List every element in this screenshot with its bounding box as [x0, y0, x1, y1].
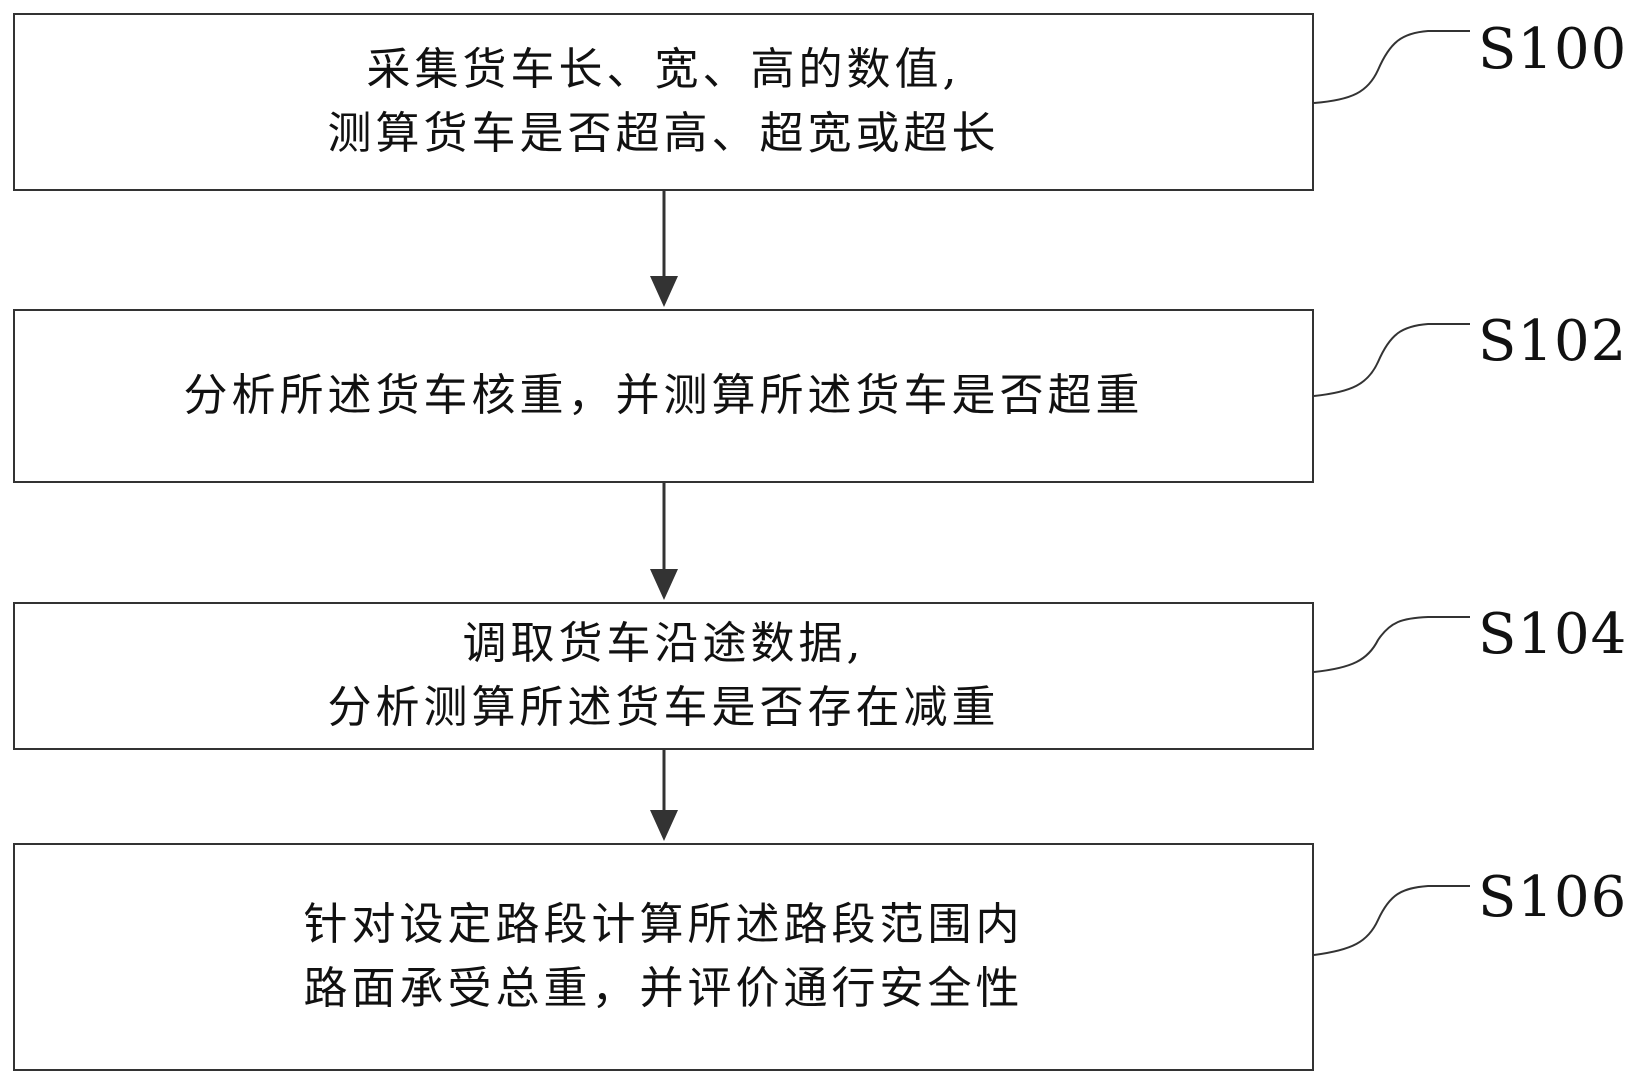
flow-arrow-s102-s104 — [650, 483, 678, 600]
step-text-line: 调取货车沿途数据, — [462, 618, 865, 669]
step-box-s104: 调取货车沿途数据, 分析测算所述货车是否存在减重 — [13, 602, 1314, 750]
step-label-s104: S104 — [1478, 602, 1628, 667]
step-label-s106: S106 — [1478, 865, 1628, 930]
step-box-s100: 采集货车长、宽、高的数值, 测算货车是否超高、超宽或超长 — [13, 13, 1314, 191]
leader-line-s106 — [1313, 885, 1470, 956]
flow-arrow-s100-s102 — [650, 191, 678, 307]
step-text-line: 分析测算所述货车是否存在减重 — [327, 682, 1000, 733]
leader-line-s104 — [1313, 616, 1470, 673]
step-text-line: 路面承受总重，并评价通行安全性 — [303, 963, 1024, 1014]
step-text-line: 采集货车长、宽、高的数值, — [366, 44, 961, 95]
step-label-s100: S100 — [1478, 17, 1628, 82]
leader-line-s102 — [1313, 323, 1470, 397]
leader-line-s100 — [1313, 30, 1470, 104]
flow-arrow-s104-s106 — [650, 750, 678, 841]
step-text-line: 针对设定路段计算所述路段范围内 — [303, 899, 1024, 950]
step-label-s102: S102 — [1478, 309, 1628, 374]
step-box-s106: 针对设定路段计算所述路段范围内 路面承受总重，并评价通行安全性 — [13, 843, 1314, 1071]
step-box-s102: 分析所述货车核重，并测算所述货车是否超重 — [13, 309, 1314, 483]
step-text-line: 测算货车是否超高、超宽或超长 — [327, 108, 1000, 159]
step-text-line: 分析所述货车核重，并测算所述货车是否超重 — [183, 370, 1144, 421]
